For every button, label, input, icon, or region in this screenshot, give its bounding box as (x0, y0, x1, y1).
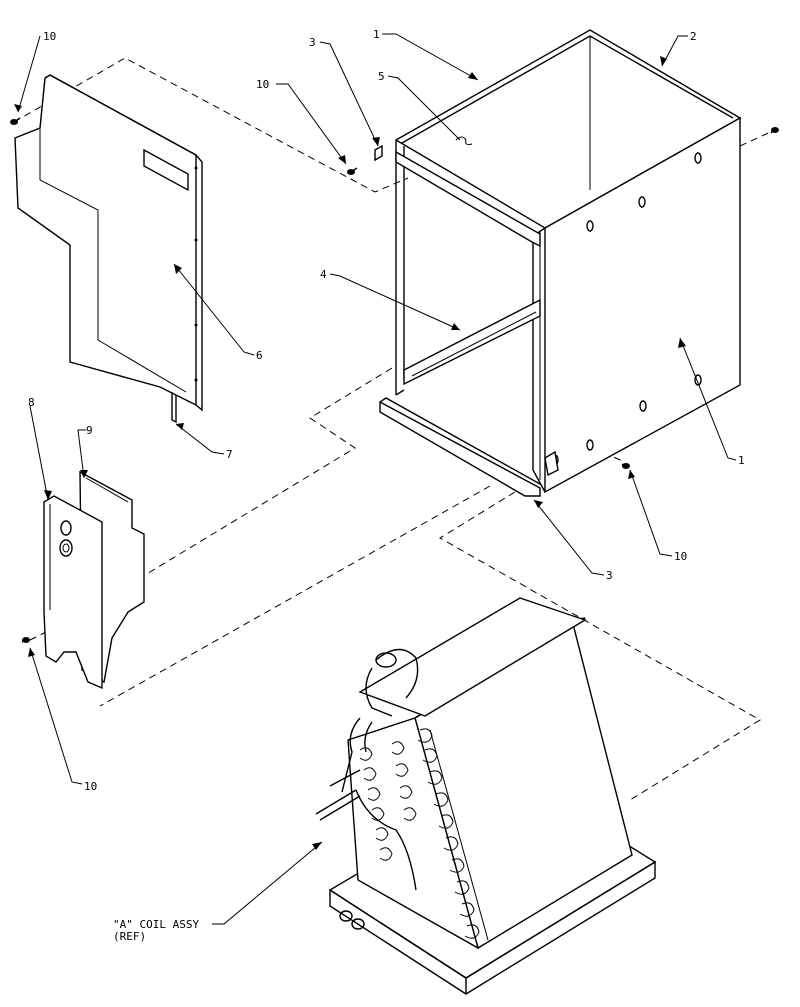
callout-3-top: 3 (309, 36, 316, 49)
callout-4: 4 (320, 268, 327, 281)
cabinet-assembly (374, 29, 742, 497)
callout-1-right: 1 (738, 454, 745, 467)
callout-1-top: 1 (373, 28, 380, 41)
screw-icon (770, 127, 779, 134)
callout-8: 8 (28, 396, 35, 409)
a-coil-assembly (315, 597, 657, 995)
plate-part-8 (43, 495, 103, 690)
callout-labels: 10 10 3 1 5 2 4 6 7 1 8 9 3 10 10 "A" CO… (28, 28, 745, 943)
screw-icon (21, 637, 30, 643)
callout-10-top: 10 (256, 78, 269, 91)
callout-7: 7 (226, 448, 233, 461)
callout-6: 6 (256, 349, 263, 362)
callout-10-bottom: 10 (84, 780, 97, 793)
callout-3-bottom: 3 (606, 569, 613, 582)
coil-label-line1: "A" COIL ASSY (113, 918, 199, 931)
callout-2: 2 (690, 30, 697, 43)
screw-icon (347, 167, 358, 175)
screw-icon (10, 117, 21, 125)
callout-10-top-left: 10 (43, 30, 56, 43)
screw-icon (621, 463, 630, 469)
arrowheads (14, 56, 686, 850)
callout-9: 9 (86, 424, 93, 437)
callout-10-right: 10 (674, 550, 687, 563)
callout-5: 5 (378, 70, 385, 83)
coil-label-line2: (REF) (113, 930, 146, 943)
leader-lines (17, 33, 737, 925)
side-panel-part-6 (14, 74, 203, 424)
